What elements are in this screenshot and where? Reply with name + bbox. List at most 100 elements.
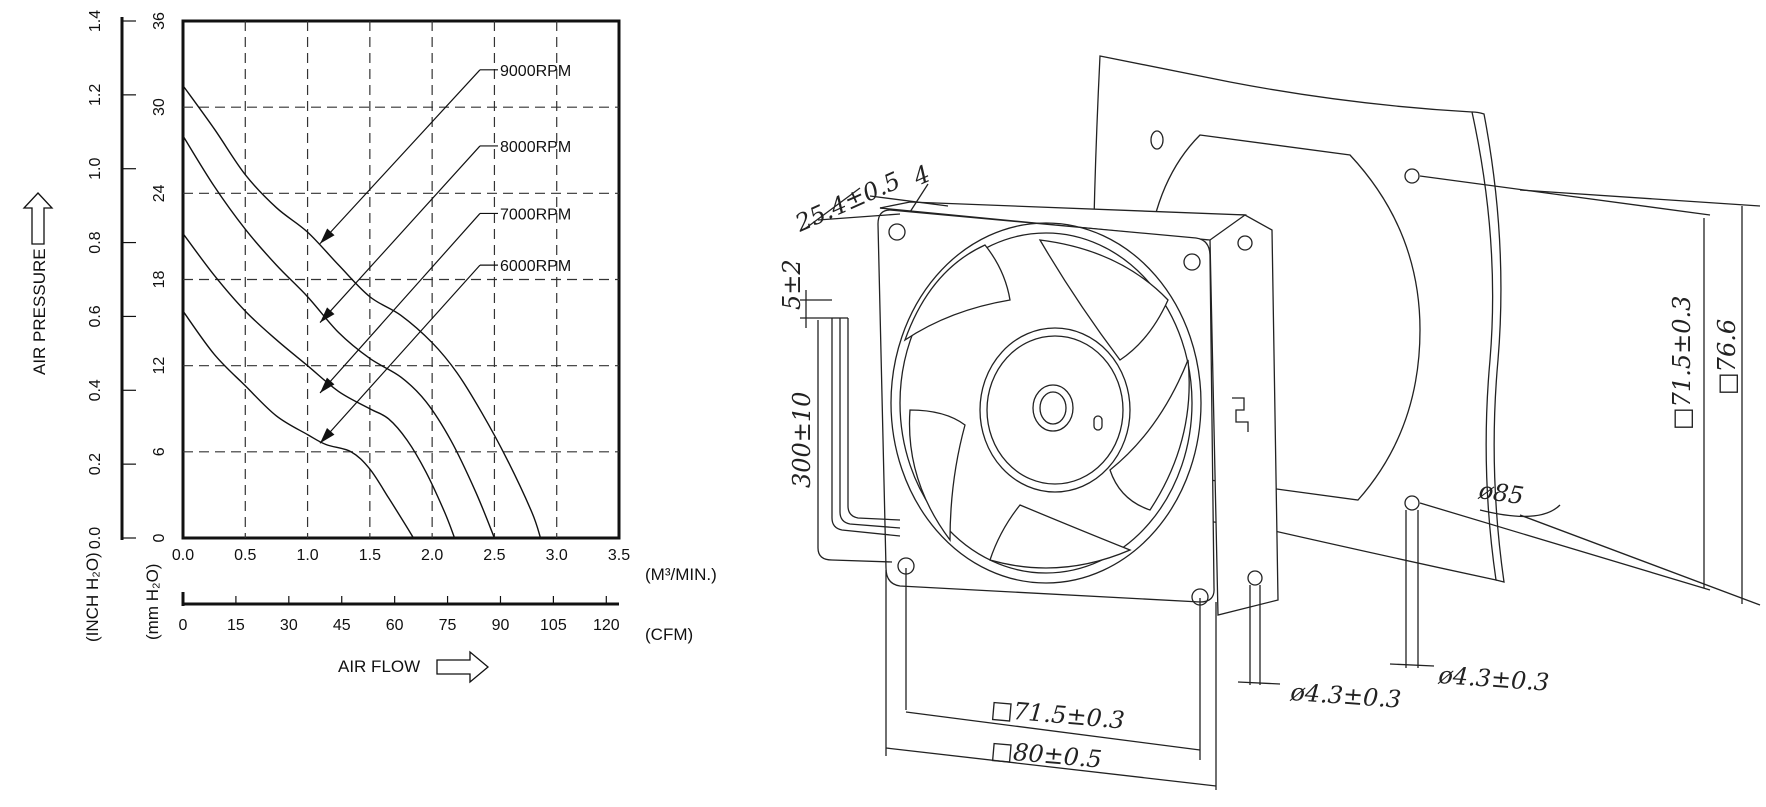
x-secondary-tick-label: 90 — [492, 617, 510, 634]
dim-hole-front: ø4.3±0.3 — [1289, 678, 1403, 714]
grid-lines — [183, 21, 619, 538]
y-tick-label: 18 — [151, 271, 168, 289]
x-secondary-tick-label: 30 — [280, 617, 298, 634]
series-arrowhead-8000RPM — [320, 307, 335, 323]
y-secondary-tick-label: 0.4 — [87, 379, 104, 401]
series-label-9000RPM: 9000RPM — [500, 63, 571, 80]
series-arrow-line-8000RPM — [319, 145, 481, 323]
dim-thickness: 25.4±0.5 — [790, 166, 904, 237]
y-secondary-tick-label: 0.2 — [87, 453, 104, 475]
series-arrowhead-6000RPM — [320, 427, 335, 444]
dim-lead-length: 300±10 — [788, 392, 816, 488]
fan-venturi-inner — [899, 232, 1193, 574]
fan-venturi — [890, 222, 1202, 584]
series-labels: 9000RPM 8000RPM 7000RPM 6000RPM — [500, 63, 571, 275]
dimension-lines — [800, 175, 1761, 790]
fan-frame-side — [879, 207, 1279, 616]
x-tick-label: 0.5 — [234, 547, 256, 564]
y-tick-label: 24 — [151, 184, 168, 202]
y-tick-label: 6 — [151, 447, 168, 456]
y-secondary-tick-label: 0.0 — [87, 527, 104, 549]
panel-cutout — [1144, 134, 1421, 501]
y-secondary-ticks: 0.0 0.2 0.4 0.6 0.8 1.0 1.2 1.4 — [87, 10, 136, 549]
fan-hub-center-inner — [1039, 391, 1067, 425]
arrow-layer — [319, 69, 498, 444]
x-secondary-tick-label: 105 — [540, 617, 567, 634]
x-tick-label: 1.5 — [359, 547, 381, 564]
frame-hole-bl — [897, 557, 915, 575]
x-secondary-tick-label: 60 — [386, 617, 404, 634]
fan-hub — [979, 327, 1131, 493]
mounting-panel — [1091, 55, 1497, 581]
frame-hole-tr — [1183, 253, 1201, 271]
series-label-6000RPM: 6000RPM — [500, 258, 571, 275]
y-tick-label: 36 — [151, 12, 168, 30]
series-arrowhead-7000RPM — [320, 377, 335, 393]
dim-hole-back: ø4.3±0.3 — [1437, 661, 1551, 697]
dim-vertical-outer: □76.6 — [1713, 319, 1741, 395]
brand-logo-icon — [1232, 397, 1249, 432]
x-secondary-tick-label: 15 — [227, 617, 245, 634]
curve-layer — [182, 85, 542, 539]
fan-hub-center — [1032, 384, 1074, 432]
x-tick-label: 3.0 — [546, 547, 568, 564]
fan-frame-front — [877, 209, 1215, 603]
y-secondary-tick-label: 1.0 — [87, 157, 104, 179]
x-title: AIR FLOW — [338, 657, 420, 676]
series-arrowhead-9000RPM — [320, 228, 335, 244]
y-secondary-tick-label: 1.2 — [87, 84, 104, 106]
panel-hole-bottom-right — [1404, 495, 1420, 511]
y-tick-label: 12 — [151, 357, 168, 375]
dim-width-outer: □80±0.5 — [989, 736, 1103, 774]
x-tick-label: 3.5 — [608, 547, 630, 564]
y-secondary-tick-label: 0.6 — [87, 305, 104, 327]
up-arrow-icon — [22, 192, 54, 245]
lead-wires — [817, 317, 901, 563]
series-arrow-line-6000RPM — [319, 264, 481, 444]
x-tick-label: 1.0 — [296, 547, 318, 564]
series-curve-9000RPM — [182, 85, 542, 539]
x-tick-label: 0.0 — [172, 547, 194, 564]
y-tick-label: 30 — [151, 98, 168, 116]
series-label-7000RPM: 7000RPM — [500, 206, 571, 223]
fan-hub-ring — [986, 335, 1124, 485]
y-secondary-tick-label: 1.4 — [87, 10, 104, 32]
frame-hole-br — [1191, 588, 1209, 606]
panel-hole-top-left — [1150, 130, 1164, 150]
series-curve-7000RPM — [182, 233, 456, 539]
x-primary-unit: (M³/MIN.) — [645, 565, 717, 584]
frame-hole-tl — [888, 223, 906, 241]
x-secondary-tick-label: 75 — [439, 617, 457, 634]
dim-vertical-inner: □71.5±0.3 — [1668, 296, 1696, 430]
y-tick-label: 0 — [151, 533, 168, 542]
right-arrow-icon — [436, 650, 490, 684]
x-secondary-tick-label: 45 — [333, 617, 351, 634]
y-primary-unit: (mm H₂O) — [143, 564, 162, 640]
x-secondary-tick-label: 120 — [593, 617, 620, 634]
y-primary-ticks: 0 6 12 18 24 30 36 — [151, 12, 168, 542]
x-secondary-unit: (CFM) — [645, 625, 693, 644]
fan-hub-slot — [1093, 415, 1103, 431]
series-curve-6000RPM — [182, 310, 415, 539]
series-curve-8000RPM — [182, 135, 496, 539]
fan-frame-top — [879, 201, 1247, 241]
x-secondary-tick-label: 0 — [179, 617, 188, 634]
fan-blades — [903, 239, 1190, 569]
x-secondary-ticks: 0 15 30 45 60 75 90 105 120 — [179, 596, 620, 634]
frame-hole-side-bottom — [1247, 570, 1263, 586]
frame-hole-side-top — [1237, 235, 1253, 251]
series-label-8000RPM: 8000RPM — [500, 139, 571, 156]
y-secondary-unit: (INCH H₂O) — [83, 552, 102, 642]
dim-diameter: ø85 — [1476, 476, 1525, 510]
dim-lead-strip: 5±2 — [778, 259, 806, 310]
dim-flange: 4 — [908, 160, 934, 192]
x-tick-label: 2.5 — [483, 547, 505, 564]
panel-hole-top-right — [1404, 168, 1420, 184]
y-title: AIR PRESSURE — [30, 248, 49, 375]
panel-edge — [1471, 111, 1505, 583]
dim-width-inner: □71.5±0.3 — [989, 695, 1125, 735]
y-secondary-tick-label: 0.8 — [87, 231, 104, 253]
series-arrow-line-7000RPM — [319, 213, 481, 394]
